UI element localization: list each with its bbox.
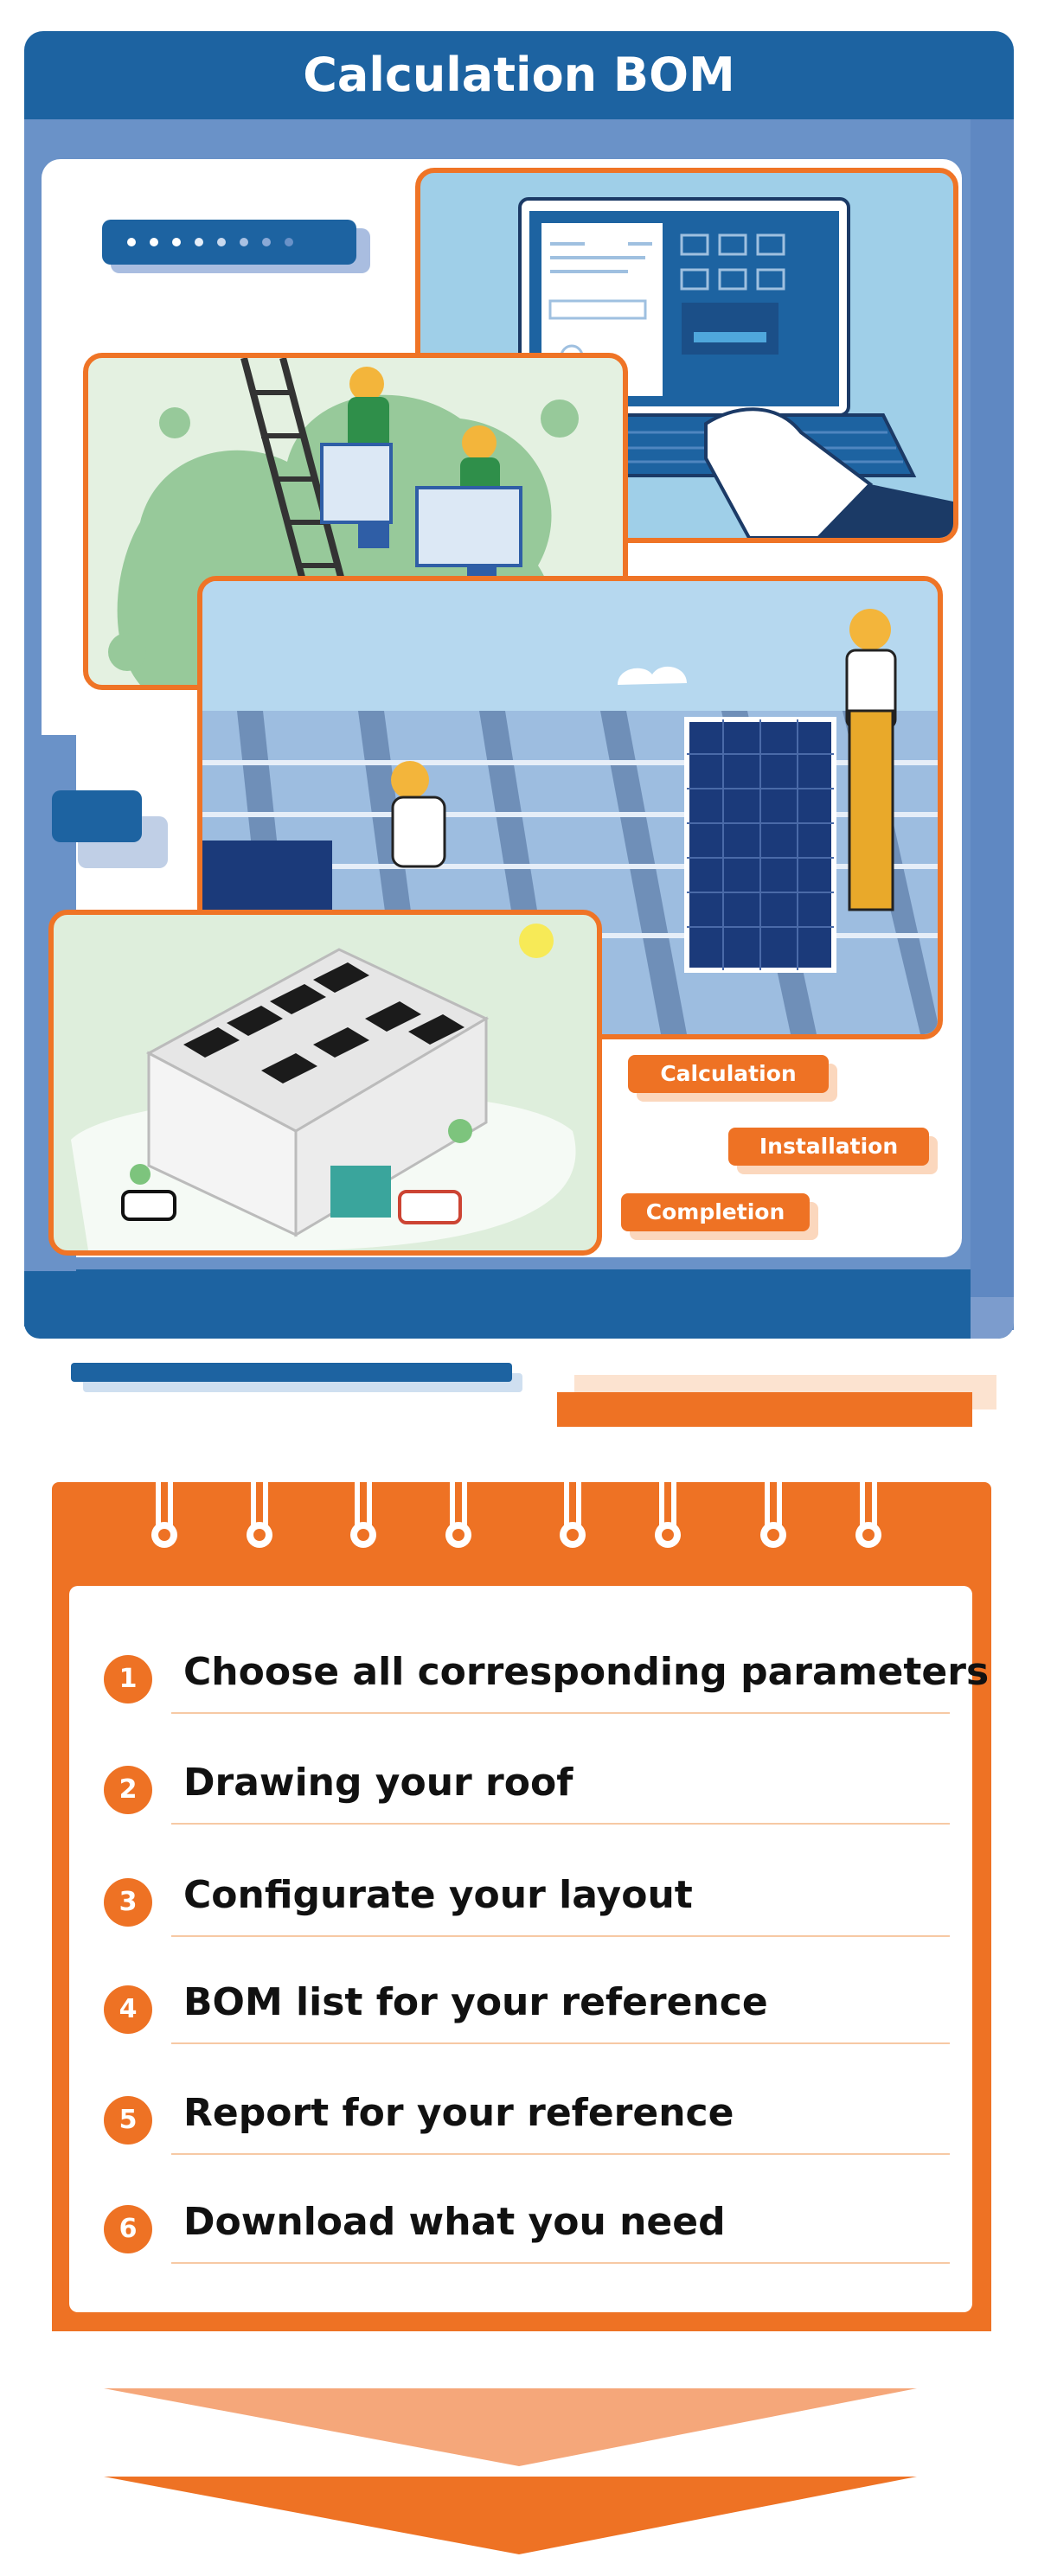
calendar-page [69, 1586, 972, 2312]
step-item: 3 Configurate your layout [104, 1866, 952, 1937]
step-underline [171, 2153, 950, 2155]
tag-calculation: Calculation [628, 1055, 829, 1093]
building-icon [71, 924, 576, 1250]
step-item: 6 Download what you need [104, 2193, 952, 2264]
step-underline [171, 2042, 950, 2044]
step-item: 2 Drawing your roof [104, 1754, 952, 1825]
step-label: Choose all corresponding parameters [183, 1650, 990, 1694]
binder-hole [350, 1522, 376, 1548]
divider-blue [71, 1363, 512, 1382]
step-underline [171, 1935, 950, 1937]
left-deco-pill [52, 790, 142, 842]
page-title: Calculation BOM [303, 48, 735, 102]
step-item: 4 BOM list for your reference [104, 1973, 952, 2044]
step-underline [171, 1712, 950, 1714]
dots-icon [127, 238, 293, 246]
binder-hole [560, 1522, 586, 1548]
step-label: Configurate your layout [183, 1873, 693, 1917]
binder-hole [655, 1522, 681, 1548]
step-underline [171, 1823, 950, 1825]
step-label: Report for your reference [183, 2091, 734, 2135]
dots-pill [102, 220, 356, 265]
step-number: 5 [104, 2096, 152, 2145]
binder-hole [445, 1522, 471, 1548]
chevron-down-icon [104, 2388, 917, 2554]
step-item: 1 Choose all corresponding parameters [104, 1643, 989, 1714]
step-label: Download what you need [183, 2200, 726, 2244]
step-number: 6 [104, 2205, 152, 2253]
binder-hole [151, 1522, 177, 1548]
step-number: 4 [104, 1985, 152, 2034]
step-number: 1 [104, 1655, 152, 1703]
tag-completion: Completion [621, 1193, 810, 1231]
binder-hole [247, 1522, 272, 1548]
calendar-header [52, 1482, 991, 1586]
binder-hole [760, 1522, 786, 1548]
hero-frame-strip [971, 119, 1014, 1330]
step-label: BOM list for your reference [183, 1980, 768, 2024]
header-bar [24, 31, 1014, 119]
step-number: 2 [104, 1766, 152, 1814]
step-item: 5 Report for your reference [104, 2084, 952, 2155]
step-underline [171, 2262, 950, 2264]
completed-building-illustration [48, 910, 602, 1256]
hero-frame-corner [971, 1297, 1014, 1339]
step-number: 3 [104, 1878, 152, 1927]
binder-hole [855, 1522, 881, 1548]
step-label: Drawing your roof [183, 1761, 573, 1805]
hero-frame-base [24, 1297, 1014, 1339]
tag-installation: Installation [728, 1128, 929, 1166]
divider-orange [557, 1392, 972, 1427]
